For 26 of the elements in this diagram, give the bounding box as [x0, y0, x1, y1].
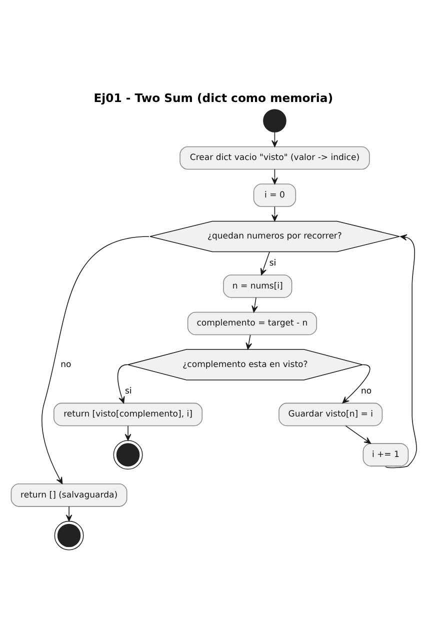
node-circle	[54, 520, 84, 550]
arrow	[246, 334, 252, 350]
diagram-title: Ej01 - Two Sum (dict como memoria)	[94, 90, 334, 105]
arrow	[342, 364, 370, 404]
node-box: Crear dict vacio "visto" (valor -> indice)	[180, 146, 370, 170]
edge-label: si	[125, 386, 132, 397]
arrow	[117, 364, 128, 404]
node-box: i = 0	[253, 184, 296, 207]
node-box: Guardar visto[n] = i	[278, 402, 383, 426]
edge-label: no	[60, 360, 72, 370]
node-box: i += 1	[362, 443, 409, 466]
arrow	[124, 425, 132, 441]
arrow	[42, 236, 150, 484]
arrow	[260, 251, 270, 276]
arrow	[345, 425, 372, 444]
node-box: return [] (salvaguarda)	[10, 484, 128, 507]
arrow	[66, 506, 72, 522]
node-circle	[113, 440, 143, 470]
node-box: return [visto[complemento], i]	[54, 402, 203, 426]
node-box: complemento = target - n	[187, 312, 318, 336]
node-box: n = nums[i]	[223, 274, 292, 298]
edge-label: si	[269, 258, 276, 269]
arrow	[385, 234, 417, 468]
node-circle	[263, 109, 286, 132]
edge-label: no	[361, 386, 372, 397]
arrow	[252, 297, 258, 313]
